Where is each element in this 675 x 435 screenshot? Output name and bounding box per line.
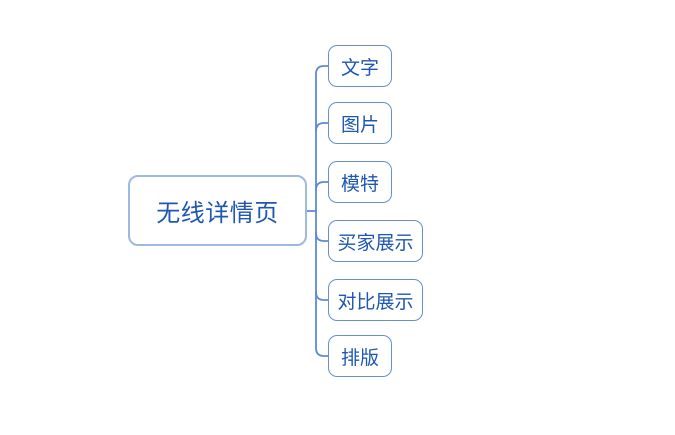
mind-map-node[interactable]: 文字 bbox=[328, 45, 392, 87]
mind-map-root-node[interactable]: 无线详情页 bbox=[128, 175, 307, 246]
node-label: 模特 bbox=[340, 173, 379, 195]
node-label: 对比展示 bbox=[337, 291, 414, 313]
root-node-label: 无线详情页 bbox=[156, 201, 279, 227]
node-label: 文字 bbox=[340, 57, 379, 79]
node-label: 排版 bbox=[340, 347, 379, 369]
node-label: 图片 bbox=[340, 114, 379, 136]
mind-map-node[interactable]: 模特 bbox=[328, 161, 392, 203]
mind-map-node[interactable]: 图片 bbox=[328, 102, 392, 144]
mind-map-node[interactable]: 排版 bbox=[328, 335, 392, 377]
mind-map-node[interactable]: 买家展示 bbox=[328, 220, 423, 262]
mind-map-node[interactable]: 对比展示 bbox=[328, 279, 423, 321]
node-label: 买家展示 bbox=[337, 232, 414, 254]
